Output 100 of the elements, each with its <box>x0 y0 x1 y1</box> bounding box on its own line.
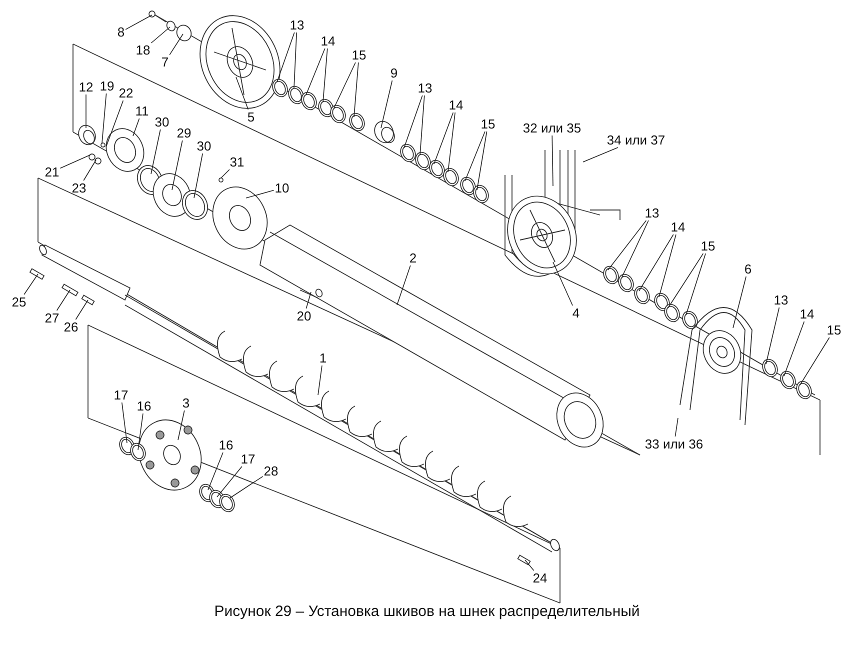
leader-line <box>318 365 322 396</box>
leader-line <box>83 160 96 181</box>
leader-line <box>172 140 183 190</box>
leader-line <box>122 402 128 444</box>
leader-line <box>552 135 554 186</box>
callout-number: 30 <box>154 116 170 128</box>
leader-line <box>294 32 297 88</box>
leader-line <box>404 95 423 148</box>
leader-line <box>434 112 454 164</box>
leader-line <box>216 466 242 498</box>
leader-line <box>784 321 805 376</box>
leader-line <box>246 190 274 198</box>
callout-number: 9 <box>390 66 398 80</box>
callout-number: 23 <box>72 182 86 194</box>
leader-line <box>138 413 144 450</box>
callout-number: 15 <box>480 118 496 130</box>
callout-number: 27 <box>44 312 60 324</box>
leader-line <box>552 262 573 306</box>
leader-line <box>236 76 249 110</box>
callout-number: 14 <box>800 308 814 320</box>
callout-number: 34 или 37 <box>606 134 666 146</box>
callout-number: 7 <box>161 56 169 68</box>
callout-number: 19 <box>100 80 114 92</box>
leader-line <box>396 265 411 306</box>
figure-caption: Рисунок 29 – Установка шкивов на шнек распределительный <box>214 603 640 620</box>
leader-line <box>178 410 185 440</box>
leader-line <box>102 93 107 144</box>
leader-line <box>638 234 674 292</box>
callout-number: 33 или 36 <box>644 438 704 450</box>
leader-line <box>194 153 203 198</box>
leader-line <box>582 147 618 162</box>
leader-line <box>150 26 170 44</box>
leader-line <box>658 234 676 298</box>
leader-line <box>125 14 152 30</box>
callout-number: 4 <box>572 306 580 320</box>
leader-line <box>608 220 647 270</box>
leader-line <box>766 307 780 364</box>
callout-number: 32 или 35 <box>522 122 582 134</box>
callout-number: 17 <box>114 388 128 402</box>
leader-line <box>420 95 425 156</box>
callout-number: 16 <box>218 438 234 452</box>
leader-line <box>686 253 706 316</box>
callout-number: 3 <box>182 396 190 410</box>
callout-number: 26 <box>64 320 78 334</box>
callout-number: 12 <box>78 80 94 94</box>
callout-number: 22 <box>118 86 134 100</box>
leader-line <box>60 154 90 169</box>
callout-number: 8 <box>117 26 125 38</box>
callout-number: 21 <box>44 166 60 178</box>
callout-number: 25 <box>12 296 26 308</box>
callout-number: 6 <box>744 262 752 276</box>
leader-line <box>524 560 534 571</box>
leader-line <box>24 274 38 295</box>
leader-line <box>476 131 488 190</box>
callout-number: 11 <box>135 104 149 118</box>
callout-number: 10 <box>274 182 290 194</box>
callout-number: 24 <box>532 572 548 584</box>
leader-line <box>668 253 704 308</box>
callout-number: 28 <box>264 464 278 478</box>
leader-line <box>674 418 678 437</box>
callout-number: 14 <box>320 34 336 48</box>
callout-number: 13 <box>418 82 432 94</box>
leader-line <box>334 62 356 108</box>
leader-line <box>354 62 359 118</box>
callout-number: 17 <box>240 452 256 466</box>
callout-number: 29 <box>176 126 192 140</box>
leader-line <box>56 290 70 311</box>
leader-line <box>800 337 830 386</box>
leader-line <box>306 292 312 309</box>
callout-number: 13 <box>290 18 304 32</box>
leader-line <box>220 169 230 178</box>
callout-number: 13 <box>774 294 788 306</box>
callout-number: 15 <box>352 48 366 62</box>
callout-number: 13 <box>644 206 660 220</box>
leader-line <box>732 276 746 328</box>
callout-number: 14 <box>670 220 686 234</box>
leader-line <box>132 118 140 136</box>
leader-line <box>322 48 328 102</box>
leader-line <box>106 100 124 148</box>
callout-number: 18 <box>136 44 150 56</box>
leader-line <box>464 131 486 182</box>
callout-number: 15 <box>700 240 716 252</box>
leader-line <box>75 300 88 320</box>
leader-line <box>380 80 393 128</box>
callout-number: 14 <box>448 98 464 112</box>
leader-line <box>150 129 161 174</box>
leader-line <box>208 452 224 490</box>
callout-number: 1 <box>319 352 327 364</box>
callout-number: 16 <box>136 400 152 412</box>
callout-number: 20 <box>296 310 312 322</box>
leader-line <box>276 32 295 82</box>
leader-line <box>622 220 649 278</box>
callout-number: 2 <box>409 252 417 264</box>
callout-number: 5 <box>247 110 255 124</box>
callout-number: 30 <box>196 140 212 152</box>
callout-number: 15 <box>826 324 842 336</box>
callout-number: 31 <box>230 156 244 168</box>
leader-line <box>448 112 456 172</box>
leader-line <box>230 476 264 498</box>
leader-line <box>169 34 184 56</box>
